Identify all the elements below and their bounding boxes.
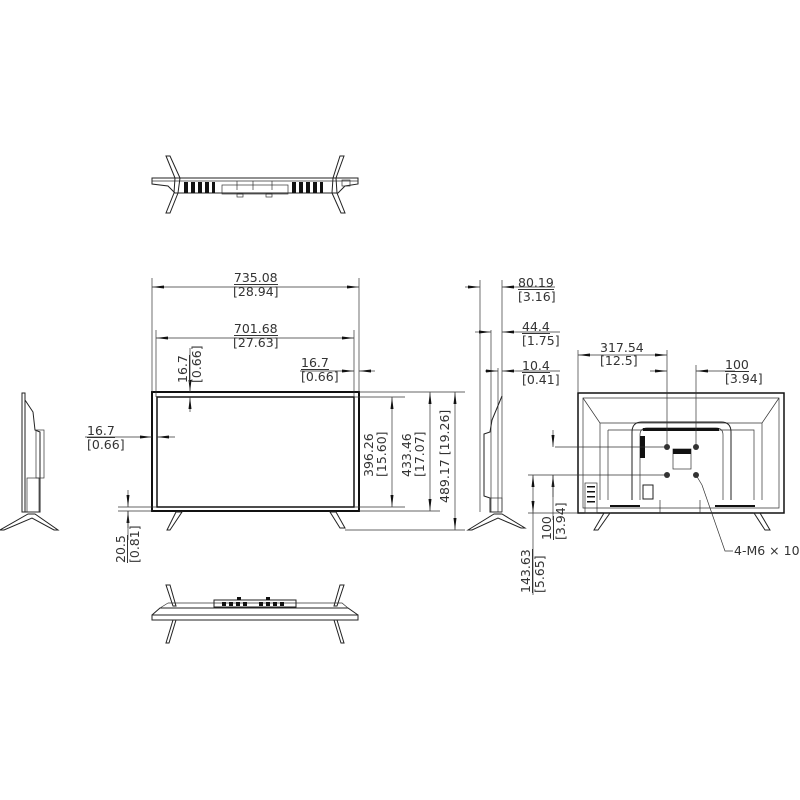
- bezel-left-label: 16.7 [0.66]: [87, 424, 125, 451]
- bezel-top-label: 16.7 [0.66]: [175, 345, 204, 383]
- vesa-offset-label: 317.54 [12.5]: [600, 341, 644, 367]
- vesa-horizontal-in: [3.94]: [725, 371, 763, 386]
- bottom-gap-in: [0.81]: [127, 525, 142, 563]
- bottom-view: [151, 584, 359, 644]
- depth-panel-mm: 10.4: [522, 358, 550, 373]
- bezel-top-in: [0.66]: [189, 345, 204, 383]
- overall-height-mm: 489.17: [437, 459, 452, 503]
- screw-callout: 4-M6 × 10: [734, 543, 800, 558]
- depth-body-label: 44.4 [1.75]: [522, 320, 560, 347]
- bezel-left-in: [0.66]: [87, 437, 125, 452]
- right-side-view: [465, 280, 560, 531]
- vesa-horizontal-label: 100 [3.94]: [725, 358, 763, 385]
- screen-height-in: [15.60]: [374, 431, 389, 477]
- bezel-right-label: 16.7 [0.66]: [301, 356, 339, 383]
- overall-width-mm: 735.08: [233, 270, 278, 285]
- left-side-view: [0, 392, 60, 531]
- screen-width-label: 701.68 [27.63]: [233, 322, 279, 349]
- front-view: [85, 278, 465, 540]
- depth-panel-label: 10.4 [0.41]: [522, 359, 560, 386]
- depth-stand-mm: 80.19: [518, 275, 554, 290]
- overall-height-label: 489.17 [19.26]: [437, 409, 452, 503]
- vesa-offset-mm: 317.54: [600, 340, 644, 355]
- panel-height-in: [17.07]: [412, 431, 427, 477]
- depth-stand-in: [3.16]: [518, 289, 556, 304]
- bezel-left-mm: 16.7: [87, 423, 115, 438]
- overall-width-label: 735.08 [28.94]: [233, 271, 279, 298]
- screen-height-label: 396.26 [15.60]: [361, 431, 389, 477]
- vesa-offset-in: [12.5]: [600, 353, 638, 368]
- bottom-gap-label: 20.5 [0.81]: [113, 525, 142, 563]
- vesa-vertical-in: [3.94]: [553, 502, 568, 540]
- depth-stand-label: 80.19 [3.16]: [518, 276, 556, 303]
- depth-body-mm: 44.4: [522, 319, 550, 334]
- vesa-horizontal-mm: 100: [725, 357, 749, 372]
- vesa-from-bottom-label: 143.63 [5.65]: [518, 549, 547, 593]
- depth-body-in: [1.75]: [522, 333, 560, 348]
- overall-width-in: [28.94]: [233, 284, 279, 299]
- screen-width-mm: 701.68: [233, 321, 278, 336]
- vesa-vertical-label: 100 [3.94]: [539, 502, 568, 540]
- vesa-vertical-mm: 100: [539, 516, 554, 540]
- overall-height-in: [19.26]: [437, 409, 452, 456]
- top-view: [151, 155, 359, 214]
- bezel-right-mm: 16.7: [301, 355, 329, 370]
- vesa-from-bottom-in: [5.65]: [532, 555, 547, 593]
- panel-height-label: 433.46 [17.07]: [399, 431, 427, 477]
- bezel-right-in: [0.66]: [301, 369, 339, 384]
- rear-view: [528, 350, 785, 595]
- depth-panel-in: [0.41]: [522, 372, 560, 387]
- bottom-gap-mm: 20.5: [113, 535, 128, 563]
- bezel-top-mm: 16.7: [175, 355, 190, 383]
- vesa-from-bottom-mm: 143.63: [518, 549, 533, 593]
- screen-width-in: [27.63]: [233, 335, 279, 350]
